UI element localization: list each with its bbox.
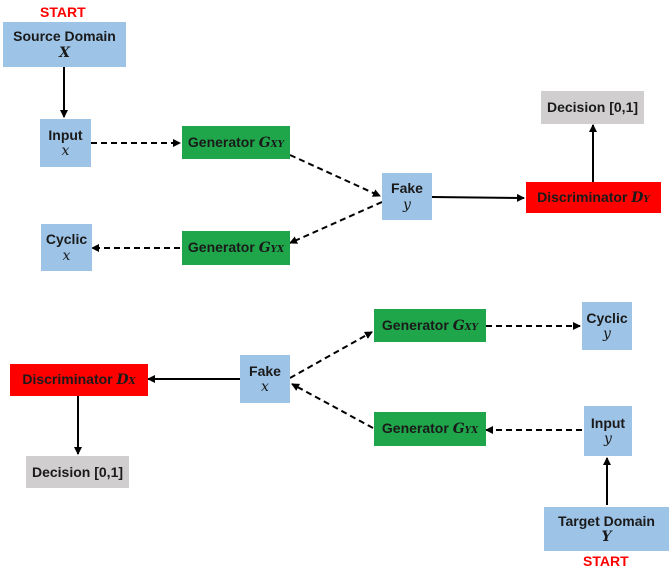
discriminator-dy-node: Discriminator DY [526,182,661,213]
start-label-bottom: START [583,553,629,569]
input-y-label: Input [590,414,626,431]
source-domain-node: Source Domain X [3,22,126,67]
edge-gen-xy-to-fake [289,154,381,197]
fake-y-node: Fake y [382,173,432,220]
generator-gyx-bottom-label: Generator GYX [381,420,479,438]
fake-y-label: Fake [391,180,423,197]
target-domain-node: Target Domain Y [544,507,669,551]
discriminator-dx-node: Discriminator DX [10,364,148,396]
source-domain-label: Source Domain [13,28,116,45]
generator-gyx-top-label: Generator GYX [187,239,285,257]
input-y-node: Input y [584,406,632,456]
edge-fake-to-gen-xy [289,331,373,379]
discriminator-dx-label: Discriminator DX [22,371,136,389]
cyclic-y-var: y [603,326,611,342]
fake-x-node: Fake x [240,355,290,403]
edge-fake-to-disc-y [431,193,525,202]
decision-bottom-label: Decision [0,1] [31,463,124,480]
generator-gxy-top-label: Generator GXY [187,133,285,151]
edge-gen-yx-to-fake [291,383,374,429]
input-y-var: y [604,431,612,447]
cyclic-x-node: Cyclic x [41,224,92,271]
decision-bottom-node: Decision [0,1] [26,456,129,488]
fake-x-var: x [261,379,269,395]
input-x-var: x [61,143,70,159]
input-x-label: Input [48,126,83,143]
target-domain-var: Y [601,529,612,545]
generator-gyx-top-node: Generator GYX [182,231,290,265]
fake-x-label: Fake [249,362,281,379]
cyclic-y-label: Cyclic [586,309,628,326]
fake-y-var: y [403,196,411,213]
generator-gyx-bottom-node: Generator GYX [374,412,486,446]
decision-top-label: Decision [0,1] [546,99,639,116]
target-domain-label: Target Domain [558,512,655,529]
edge-fake-to-gen-yx [289,201,383,244]
cyclic-y-node: Cyclic y [582,302,632,350]
generator-gxy-top-node: Generator GXY [182,126,290,159]
cyclic-x-label: Cyclic [45,231,88,248]
input-x-node: Input x [40,119,91,167]
cyclic-x-var: x [62,247,71,264]
generator-gxy-bottom-label: Generator GXY [381,316,479,334]
discriminator-dy-label: Discriminator DY [537,188,650,206]
generator-gxy-bottom-node: Generator GXY [374,309,486,342]
decision-top-node: Decision [0,1] [541,91,644,124]
start-label-top: START [40,4,86,20]
source-domain-var: X [59,44,70,61]
